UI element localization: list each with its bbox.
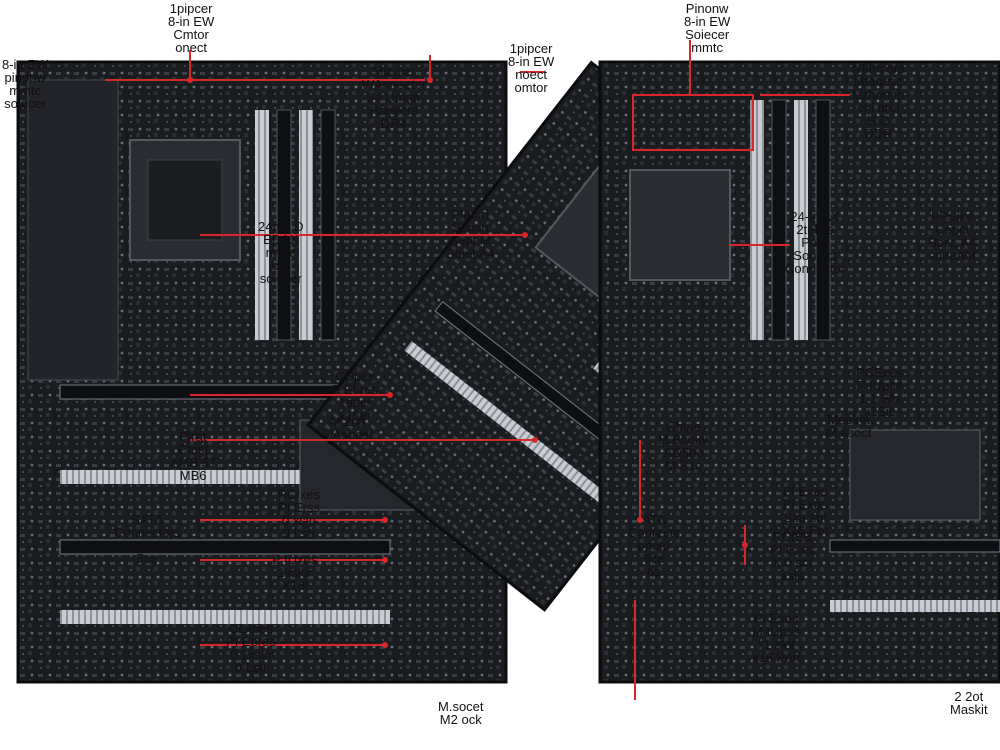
label-sata-center: ATA Conrects onuto 6ce os bbox=[628, 512, 681, 579]
label-pcie-slot-1: CUpes P Ebres 1secr x15er bbox=[332, 369, 379, 423]
label-memory-slots: NMm ors Mteorsic Uzhonnh chi arel H D DD… bbox=[852, 61, 905, 141]
label-sata-left: SATA Connectors ontue 5ae bbox=[114, 512, 181, 566]
label-m2-center: M.2olt MAsocet bbox=[322, 414, 373, 442]
motherboard-right bbox=[598, 60, 1000, 684]
label-pcie-slot-2: PCIxes PI Erss 0 xslo 0 Lstr bbox=[278, 487, 320, 541]
label-m2-right: Mooket M.asoct bbox=[826, 412, 872, 440]
label-center-connector: 1pipcer 8-in EW noect omtor bbox=[508, 41, 555, 95]
dimm-slots bbox=[255, 109, 336, 341]
label-top-right-connector: Pinonw 8-in EW Soiecer mmtc bbox=[684, 1, 731, 55]
label-pcie-slot-right-1: PCExes P IUpss 1 1 Slo x1Sic bbox=[856, 365, 903, 419]
label-cpu-socket-right: PPSike Copct Soct, A4 soeeAM bbox=[928, 209, 977, 263]
dimm-slots bbox=[750, 99, 831, 341]
label-pcie-slot-right-3: PCIEB PI Exes X 0 sot xslc bbox=[770, 529, 815, 583]
label-atx-power: 24mn D EDAX nwoc cer soiecer bbox=[258, 219, 304, 286]
label-top-left-connector: 1pipcer 8-in EW Cmtor onect bbox=[168, 1, 215, 55]
label-left-connector: 8-in EW pinonw mmtc soiecer bbox=[2, 57, 49, 111]
leader-lines bbox=[105, 40, 850, 700]
label-dimm-slots: Mingler WAnneetcr Je Uman Hanecte DR4 bbox=[362, 64, 426, 131]
label-cpu-socket-center: Plaord Somin Seat M Soiet A4 bbox=[446, 207, 495, 261]
label-m2-bottom-right: 2 2ot Maskit bbox=[950, 689, 988, 717]
label-atx-power-right: 24-in AX 2tel'as Pore Sooiect Connector bbox=[785, 209, 845, 276]
label-pcie-slot-right-2: PI Exes PI Exos Sxa sot X16 Pot bbox=[782, 484, 829, 538]
cpu-socket bbox=[629, 169, 731, 281]
leader-dots bbox=[187, 77, 748, 648]
label-chipset-center: Chtpe M.Bcnlor AD5bo M B1c bbox=[658, 419, 710, 473]
label-pcie-slot-right-4: PI Exes M IUpes x1 slot x16 Port bbox=[752, 611, 801, 665]
label-m2-bottom: M.socet M2 ock bbox=[438, 699, 484, 727]
label-chipset: Pirat Ctest AMB 57 MB6 bbox=[170, 429, 217, 483]
highlight-box bbox=[632, 94, 754, 151]
label-pcie-slot-3: PI Epes P IUxes 1xslor X16l bbox=[272, 539, 318, 593]
label-pcie-slot-4: CLxpes PI Ebres 0 1xslo 0 Lstr bbox=[226, 621, 276, 675]
